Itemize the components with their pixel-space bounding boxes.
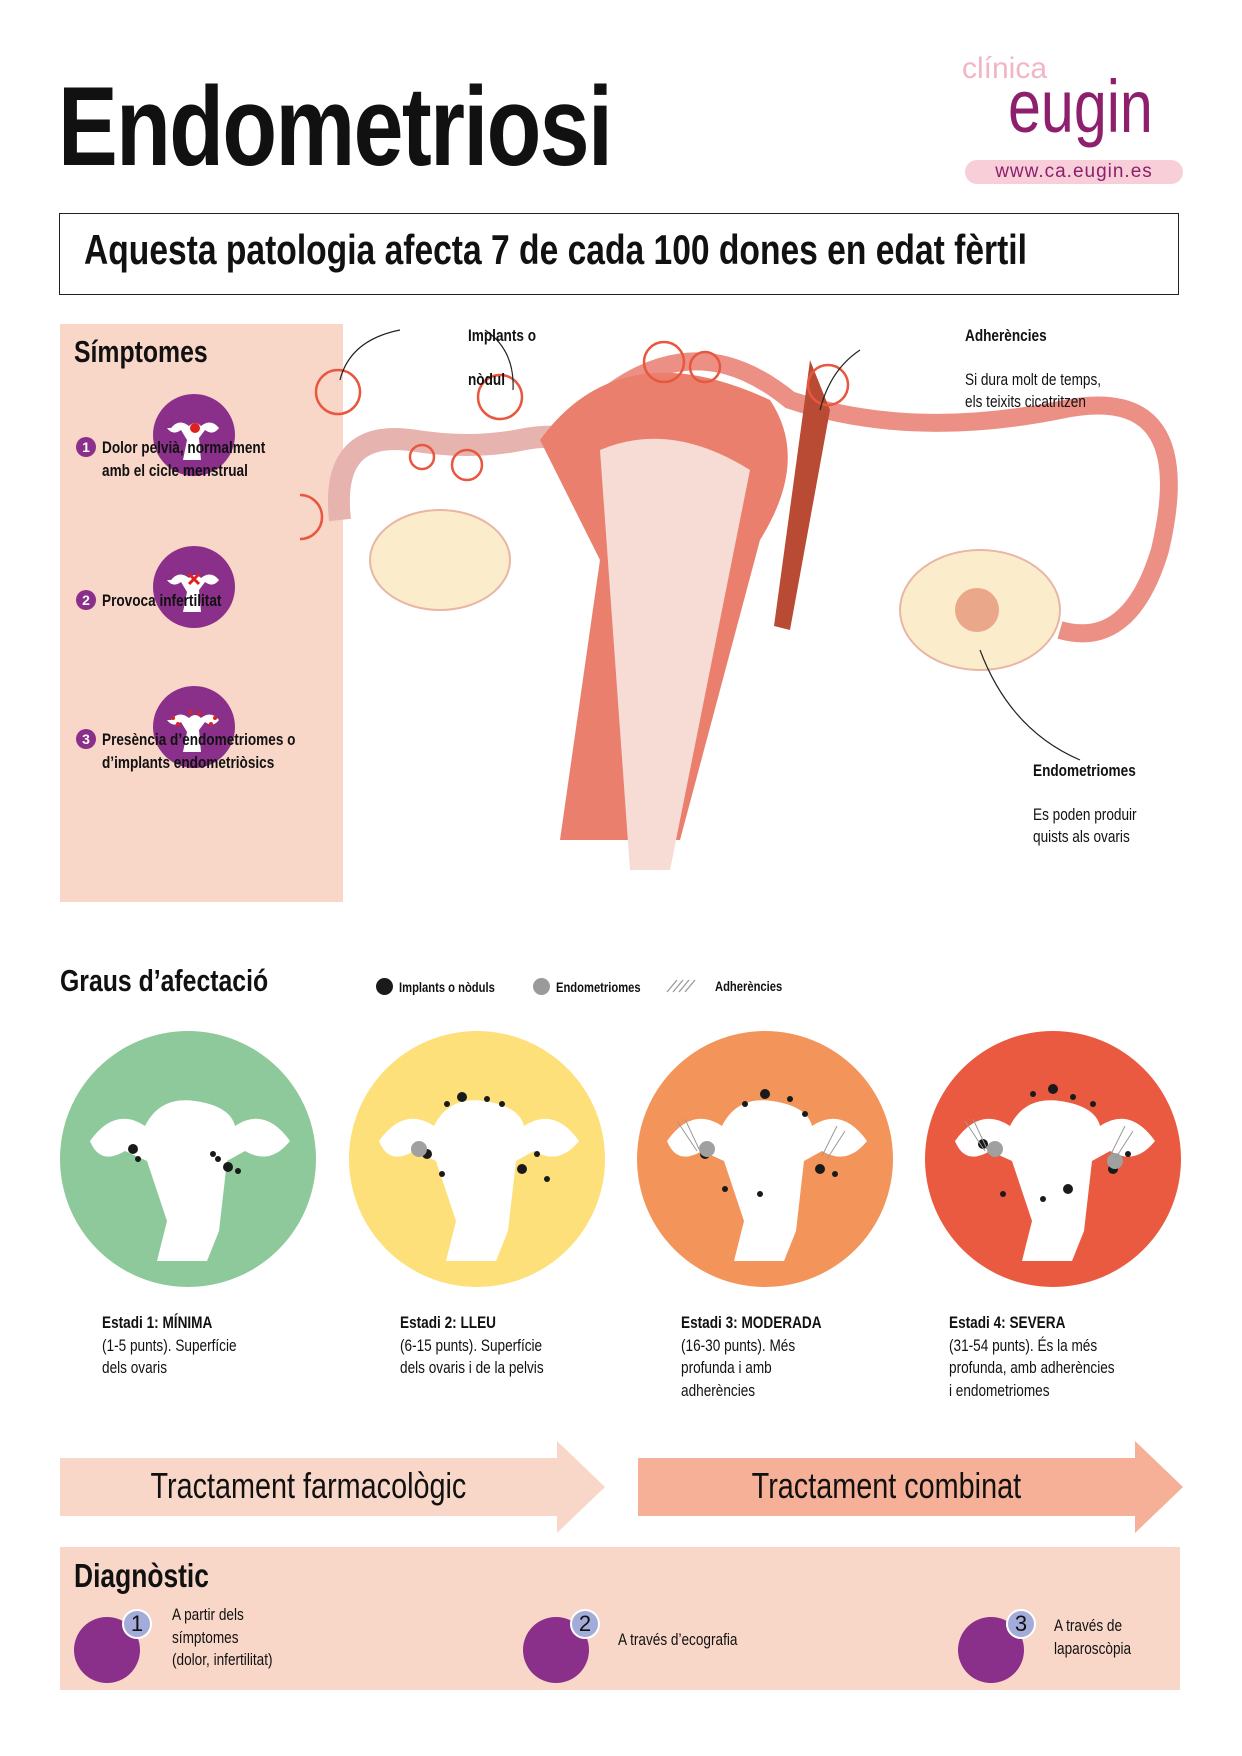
adhesion-lines [676,1118,846,1160]
implant-dot [757,1191,763,1197]
endometrioma-icon [153,686,235,768]
implant-dot [722,1186,728,1192]
website-link[interactable]: www.ca.eugin.es [965,160,1183,184]
implant-dot [128,1144,138,1154]
endometrioma-dot [411,1141,427,1157]
pelvic-pain-icon [153,394,235,476]
uterus-silhouette [90,1100,290,1261]
infertility-icon [153,546,235,628]
logo-clinica-text: clínica [962,52,1048,85]
implant-dot [235,1168,241,1174]
implant-dot [1063,1184,1073,1194]
step-badge: 1 [122,1609,152,1639]
implant-dot [1048,1084,1058,1094]
stage-1-circle [60,1031,316,1287]
implant-dot [742,1101,748,1107]
implant-dot [534,1151,540,1157]
hatch-lines-icon [666,979,696,993]
legend-endometriomas: Endometriomes [533,978,662,995]
uterus-silhouette [667,1100,867,1261]
implant-dot [215,1156,221,1162]
implant-dot [1000,1191,1006,1197]
implant-dot [210,1151,216,1157]
implant-dot [1090,1101,1096,1107]
diagnosis-heading: Diagnòstic [74,1557,209,1594]
uterus-silhouette [955,1100,1155,1261]
logo-brand-text: eugin [1008,65,1153,148]
implant-dot [787,1096,793,1102]
grades-heading: Graus d’afectació [60,963,269,998]
legend-adhesions: Adherències [665,978,799,994]
symptoms-heading: Símptomes [74,334,208,369]
uterus-silhouette [379,1100,579,1261]
prevalence-text: Aquesta patologia afecta 7 de cada 100 d… [84,226,1027,273]
implant-dot [832,1171,838,1177]
implant-dot [1125,1151,1131,1157]
step-badge: 3 [1006,1609,1036,1639]
endometrioma-dot [1107,1153,1123,1169]
implant-dot [1040,1196,1046,1202]
implant-dot [444,1101,450,1107]
implant-dot [544,1176,550,1182]
treatment-label: Tractament farmacològic [150,1465,467,1506]
stage-3-circle [637,1031,893,1287]
implant-markers [300,340,850,541]
diagnosis-step-2: A través d’ecografia [618,1630,738,1649]
step-badge: 2 [570,1609,600,1639]
implant-dot [457,1092,467,1102]
uterus-illustration [300,329,1178,870]
implant-dot [760,1089,770,1099]
endometrioma-dot [987,1141,1003,1157]
adhesion-tissue [774,360,830,630]
gray-dot-icon [533,978,550,995]
treatment-pharmacological-arrow: Tractament farmacològic [60,1441,605,1533]
legend-implants: Implants o nòduls [376,978,519,995]
treatment-combined-arrow: Tractament combinat [638,1441,1183,1533]
stage-2-circle [349,1031,605,1287]
implant-dot [499,1101,505,1107]
treatment-label: Tractament combinat [751,1465,1022,1506]
prevalence-banner: Aquesta patologia afecta 7 de cada 100 d… [59,213,1179,295]
implant-dot [223,1162,233,1172]
implant-dot [517,1164,527,1174]
implant-dot [802,1111,808,1117]
implant-dot [135,1156,141,1162]
implant-dot [1030,1091,1036,1097]
stage-4-circle [925,1031,1181,1287]
adhesion-lines [964,1118,1134,1160]
implant-dot [439,1171,445,1177]
implant-dot [1070,1094,1076,1100]
black-dot-icon [376,978,393,995]
page-title: Endometriosi [58,64,613,189]
implant-dot [815,1164,825,1174]
endometrioma-dot [699,1141,715,1157]
implant-dot [484,1096,490,1102]
stage-4-description: Estadi 4: SEVERA(31-54 punts). És la més… [949,1313,1115,1400]
